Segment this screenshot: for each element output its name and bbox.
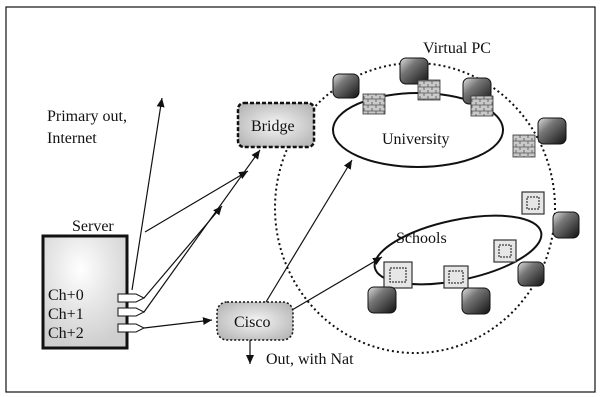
bridge-box [236, 101, 316, 149]
bridge-label: Bridge [251, 118, 295, 135]
university-label: University [382, 131, 450, 148]
channel-ports [117, 293, 146, 333]
connection-arrows [131, 97, 383, 364]
virtual-pc-icon [512, 117, 567, 158]
server-label: Server [72, 218, 114, 235]
schools-label: Schools [396, 230, 447, 247]
cisco-box [216, 301, 294, 341]
school-pc-icon [367, 261, 413, 314]
primary-out-label: Primary out, [47, 108, 127, 125]
virtual-pc-icon [399, 57, 441, 101]
out-nat-label: Out, with Nat [266, 351, 354, 368]
arrow-ch1-bridge [143, 149, 261, 313]
internet-label: Internet [47, 130, 97, 147]
virtual-pc-icon [462, 77, 494, 117]
virtual-pc-icon [332, 73, 386, 115]
ch2-label: Ch+2 [48, 325, 84, 342]
virtual-pc-label: Virtual PC [423, 40, 491, 57]
frame-border [5, 6, 596, 393]
virtual-network-boundary [274, 62, 556, 354]
school-pc-icon [443, 265, 491, 315]
school-pc-icon [521, 191, 580, 239]
cisco-label: Cisco [234, 314, 270, 331]
school-pc-icon [493, 239, 545, 287]
ch0-label: Ch+0 [48, 287, 84, 304]
arrow-to-bridge-bypass [144, 170, 249, 233]
arrow-primary-out [131, 97, 165, 291]
arrow-ch2-cisco [143, 317, 213, 329]
arrow-cisco-university [265, 159, 353, 303]
arrow-cisco-schools [291, 256, 383, 311]
ch1-label: Ch+1 [48, 306, 84, 323]
server-box [41, 234, 129, 350]
